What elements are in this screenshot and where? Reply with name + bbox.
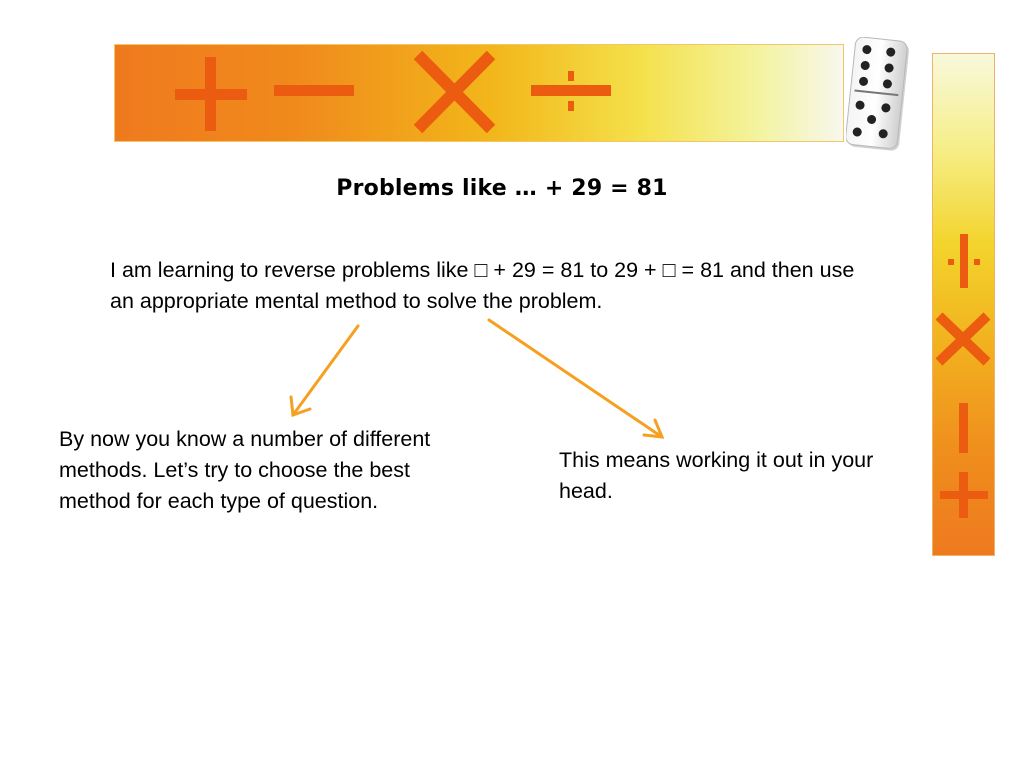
arrow-left-icon	[289, 324, 360, 418]
side-banner	[932, 53, 995, 556]
divide-icon	[948, 234, 980, 288]
methods-note: By now you know a number of different me…	[59, 427, 431, 513]
times-icon	[935, 312, 991, 366]
arrow-right-icon	[487, 318, 665, 439]
top-banner	[114, 44, 844, 142]
mental-method-note: This means working it out in your head.	[559, 448, 874, 503]
side-operator-symbols	[935, 234, 991, 518]
operator-symbols	[175, 50, 611, 134]
domino-icon	[846, 37, 909, 151]
divide-icon	[531, 71, 611, 111]
learning-objective: I am learning to reverse problems like □…	[110, 258, 855, 313]
minus-icon	[274, 85, 354, 96]
page-title: Problems like … + 29 = 81	[336, 176, 668, 201]
plus-icon	[175, 57, 247, 131]
plus-icon	[940, 472, 988, 518]
minus-icon	[959, 403, 968, 453]
times-icon	[413, 50, 496, 134]
